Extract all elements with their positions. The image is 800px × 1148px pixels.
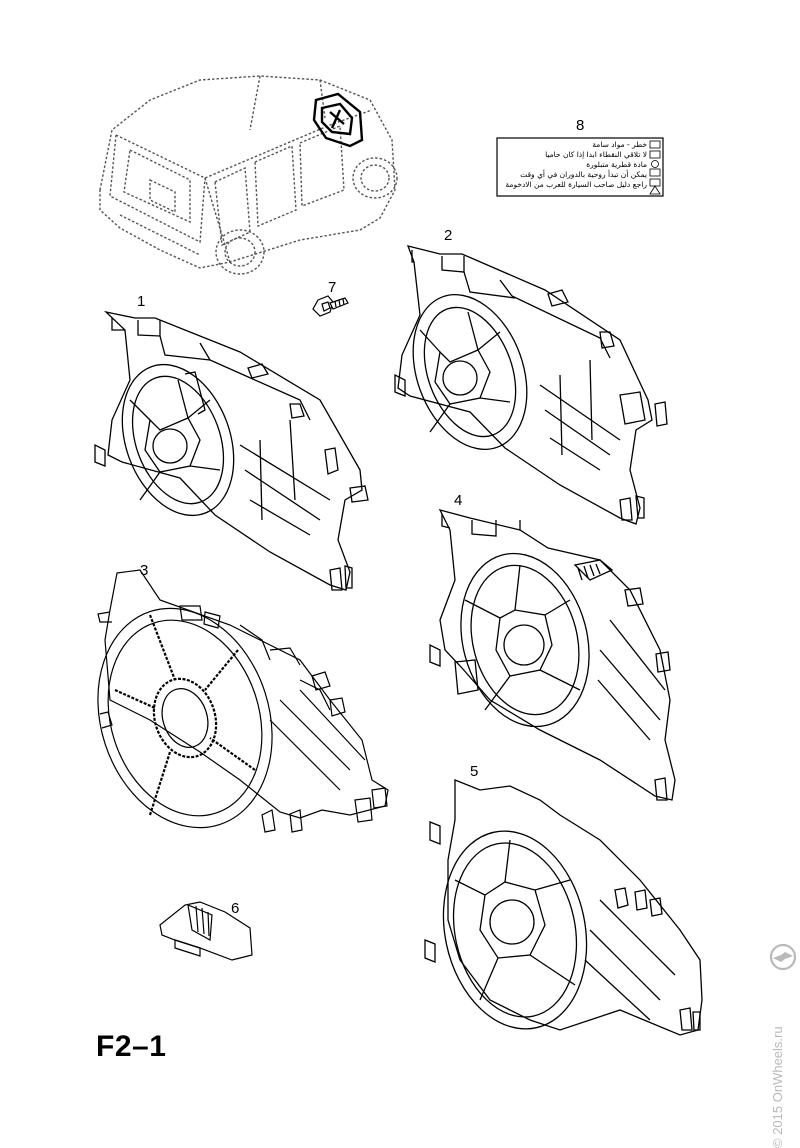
callout-1: 1 [137,293,145,310]
fan-shroud-part-1 [94,310,369,591]
callout-4: 4 [454,492,462,509]
page-code: F2–1 [96,1030,167,1063]
callout-6: 6 [231,900,239,917]
label-line-3: مادة قطرية متبلورة [586,160,647,169]
screw-part [312,295,349,317]
label-line-1: خطر - مواد سامة [592,140,647,149]
warning-label-part: خطر - مواد سامة لا تلاقي النقطاء ابدا إذ… [496,137,664,197]
label-line-4: يمكن أن تبدأ روحية بالدوران في أي وقت [520,169,647,179]
callout-7: 7 [328,279,336,296]
callout-8: 8 [576,117,584,134]
fan-shroud-part-3 [97,569,389,833]
brand-logo-icon [769,943,797,971]
fan-shroud-part-4 [429,509,676,801]
bracket-part [159,901,253,961]
fan-shroud-part-2 [394,245,668,525]
watermark-text: © 2015 OnWheels.ru [770,1026,785,1148]
callout-3: 3 [140,562,148,579]
callout-2: 2 [444,227,452,244]
label-line-5: راجع دليل صاحب السيارة للعرب من الادخومة [505,180,647,189]
label-line-2: لا تلاقي النقطاء ابدا إذا كان حاميا [545,150,647,159]
fan-shroud-part-5 [424,779,703,1036]
vehicle-location-highlight [312,92,364,148]
callout-5: 5 [470,763,478,780]
